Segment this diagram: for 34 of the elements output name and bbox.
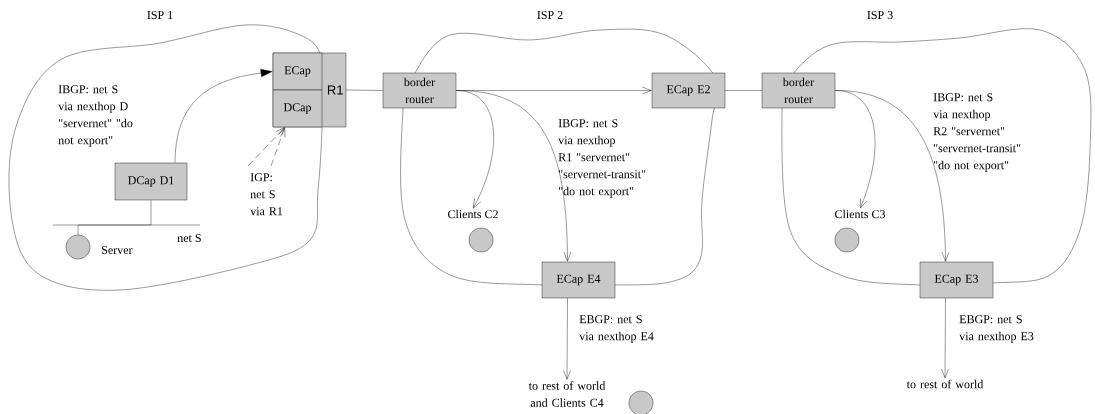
arrow [563,298,571,380]
arrow [247,127,285,167]
edge-label: IBGP: net S via nexthop R1 "servernet" "servernet-transit" "do not export" [558,119,646,198]
note-text: to rest of world and Clients C4 [528,381,606,407]
edge-label: IBGP: net S via nexthop D "servernet" "do not export" [58,85,133,147]
arrow [941,298,949,379]
router-cell: ECap [272,52,323,91]
note-text: IGP: net S via R1 [250,173,283,216]
link-line [77,200,152,235]
host-label: Clients C2 [448,209,498,219]
arrow [174,69,273,163]
host-label: Server [102,245,133,254]
router-box: ECap E2 [651,72,726,109]
edge-label: EBGP: net S via nexthop E3 [959,315,1034,343]
network-label: net S [177,233,201,242]
router-box: DCap D1 [114,162,188,201]
link-line [346,89,383,91]
host-label: Clients C3 [835,209,886,219]
edge-label: EBGP: net S via nexthop E4 [579,315,654,343]
link-line [725,90,762,91]
node-label: ISP 1 [147,10,173,20]
router-box: ECap E4 [541,261,616,299]
arrow [835,90,950,262]
router-box: border router [761,72,836,109]
node-label: ISP 3 [867,10,893,20]
note-text: to rest of world [906,379,984,389]
host-circle [628,390,654,414]
arrow [456,90,572,262]
edge-label: IBGP: net S via nexthop R2 "servernet" "servernet-transit" "do not export" [933,93,1021,172]
router-box: ECap E3 [919,261,994,299]
router-cell: DCap [272,89,323,128]
arrow [270,127,286,167]
node-label: ISP 2 [537,10,563,20]
router-box: border router [382,72,457,109]
